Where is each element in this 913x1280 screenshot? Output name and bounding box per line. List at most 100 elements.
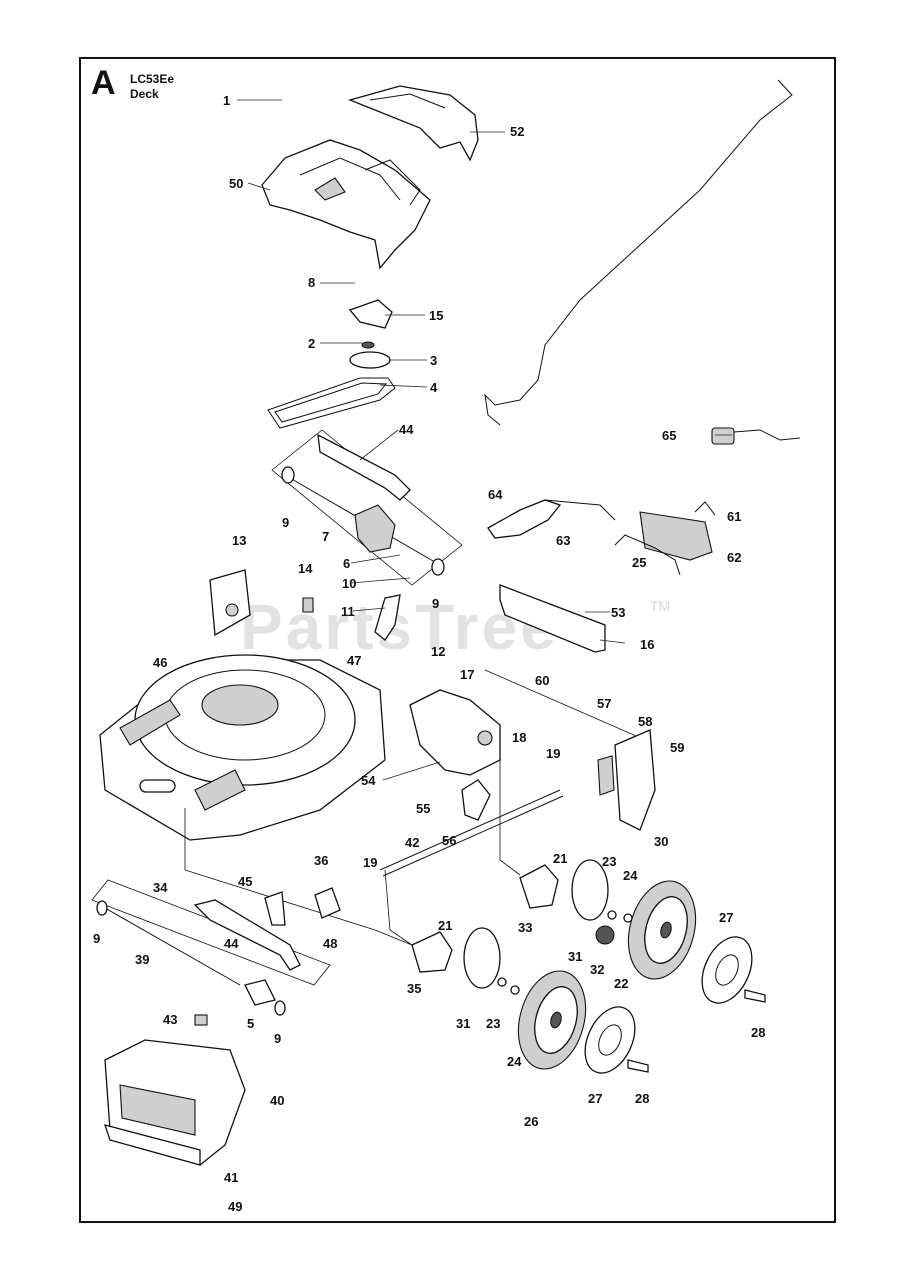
part-label: 24 bbox=[623, 868, 638, 883]
belt-part bbox=[267, 377, 396, 429]
nut-part bbox=[361, 341, 375, 349]
part-label: 32 bbox=[590, 962, 604, 977]
part-label: 13 bbox=[232, 533, 246, 548]
part-label: 28 bbox=[635, 1091, 649, 1106]
wheel-bracket-33 bbox=[519, 864, 559, 909]
switch-rod bbox=[544, 499, 616, 521]
mower-deck-part bbox=[99, 654, 386, 841]
bolt-28-rear bbox=[744, 989, 766, 1003]
rear-hubcap-part bbox=[701, 936, 753, 1004]
part-label: 25 bbox=[632, 555, 646, 570]
part-label: 26 bbox=[524, 1114, 538, 1129]
part-label: 21 bbox=[438, 918, 452, 933]
part-label: 58 bbox=[638, 714, 652, 729]
rear-flap-part bbox=[614, 729, 656, 831]
part-label: 10 bbox=[342, 576, 356, 591]
washer-23-rear bbox=[607, 910, 617, 920]
part-label: 30 bbox=[654, 834, 668, 849]
part-label: 14 bbox=[298, 561, 313, 576]
part-label: 21 bbox=[553, 851, 567, 866]
part-label: 40 bbox=[270, 1093, 284, 1108]
model-title: LC53Ee bbox=[130, 72, 175, 86]
part-label: 24 bbox=[507, 1054, 522, 1069]
part-label: 39 bbox=[135, 952, 149, 967]
part-label: 63 bbox=[556, 533, 570, 548]
part-label: 47 bbox=[347, 653, 361, 668]
part-label: 6 bbox=[343, 556, 350, 571]
part-label: 5 bbox=[247, 1016, 254, 1031]
part-label: 53 bbox=[611, 605, 625, 620]
drive-lever-part bbox=[317, 433, 411, 501]
part-label: 61 bbox=[727, 509, 741, 524]
charger-part bbox=[711, 427, 735, 445]
sensor-part bbox=[302, 597, 314, 613]
part-label: 17 bbox=[460, 667, 474, 682]
part-label: 65 bbox=[662, 428, 676, 443]
cover-part-56 bbox=[461, 779, 491, 821]
part-label: 44 bbox=[224, 936, 239, 951]
part-label: 36 bbox=[314, 853, 328, 868]
height-rod-part bbox=[379, 789, 561, 871]
rear-wheel-part bbox=[627, 880, 697, 980]
guide-lines-17 bbox=[484, 669, 651, 743]
belt-inner bbox=[274, 382, 388, 423]
part-label: 31 bbox=[568, 949, 582, 964]
part-label: 41 bbox=[224, 1170, 238, 1185]
part-label: 9 bbox=[432, 596, 439, 611]
part-label: 9 bbox=[282, 515, 289, 530]
bolt-28-front bbox=[627, 1059, 649, 1073]
clip-45-part bbox=[264, 891, 286, 926]
spring-part bbox=[244, 979, 276, 1006]
washer-24-front bbox=[510, 985, 520, 995]
part-label: 57 bbox=[597, 696, 611, 711]
part-label: 19 bbox=[546, 746, 560, 761]
front-wheel-part bbox=[517, 970, 587, 1070]
charger-cord bbox=[733, 429, 801, 441]
part-label: 64 bbox=[488, 487, 503, 502]
handle-cover-part bbox=[347, 85, 479, 162]
part-label: 4 bbox=[430, 380, 438, 395]
part-label: 2 bbox=[308, 336, 315, 351]
part-label: 54 bbox=[361, 773, 376, 788]
gearbox-part bbox=[354, 504, 396, 553]
washer-23-front bbox=[497, 977, 507, 987]
diagram-frame bbox=[79, 57, 836, 1223]
bracket-part bbox=[348, 299, 393, 329]
part-label: 62 bbox=[727, 550, 741, 565]
part-label: 50 bbox=[229, 176, 243, 191]
part-label: 48 bbox=[323, 936, 337, 951]
part-label: 34 bbox=[153, 880, 168, 895]
wheel-hub-31-rear bbox=[571, 859, 609, 921]
part-label: 52 bbox=[510, 124, 524, 139]
part-label: 27 bbox=[719, 910, 733, 925]
part-label: 43 bbox=[163, 1012, 177, 1027]
wheel-bracket-35 bbox=[411, 931, 453, 973]
battery-part bbox=[639, 511, 713, 561]
part-label: 15 bbox=[429, 308, 443, 323]
front-lever-part bbox=[193, 899, 301, 971]
part-label: 11 bbox=[341, 604, 355, 619]
part-label: 18 bbox=[512, 730, 526, 745]
top-cover-part bbox=[261, 139, 431, 270]
part-label: 1 bbox=[223, 93, 230, 108]
part-label: 9 bbox=[93, 931, 100, 946]
side-bracket-part bbox=[209, 569, 251, 637]
wire-harness bbox=[614, 534, 681, 576]
part-label: 8 bbox=[308, 275, 315, 290]
part-label: 35 bbox=[407, 981, 421, 996]
rail-part bbox=[499, 584, 606, 653]
side-bracket-hole bbox=[225, 603, 239, 617]
part-label: 60 bbox=[535, 673, 549, 688]
front-axle-shaft bbox=[104, 907, 241, 986]
part-label: 49 bbox=[228, 1199, 242, 1214]
plate-part bbox=[314, 887, 341, 919]
part-label: 19 bbox=[363, 855, 377, 870]
part-label: 7 bbox=[322, 529, 329, 544]
pulley-part bbox=[349, 351, 391, 369]
front-hubcap-part bbox=[584, 1006, 636, 1074]
bushing-9-front bbox=[274, 1000, 286, 1016]
control-cable bbox=[484, 79, 793, 426]
part-label: 9 bbox=[274, 1031, 281, 1046]
part-label: 23 bbox=[602, 854, 616, 869]
